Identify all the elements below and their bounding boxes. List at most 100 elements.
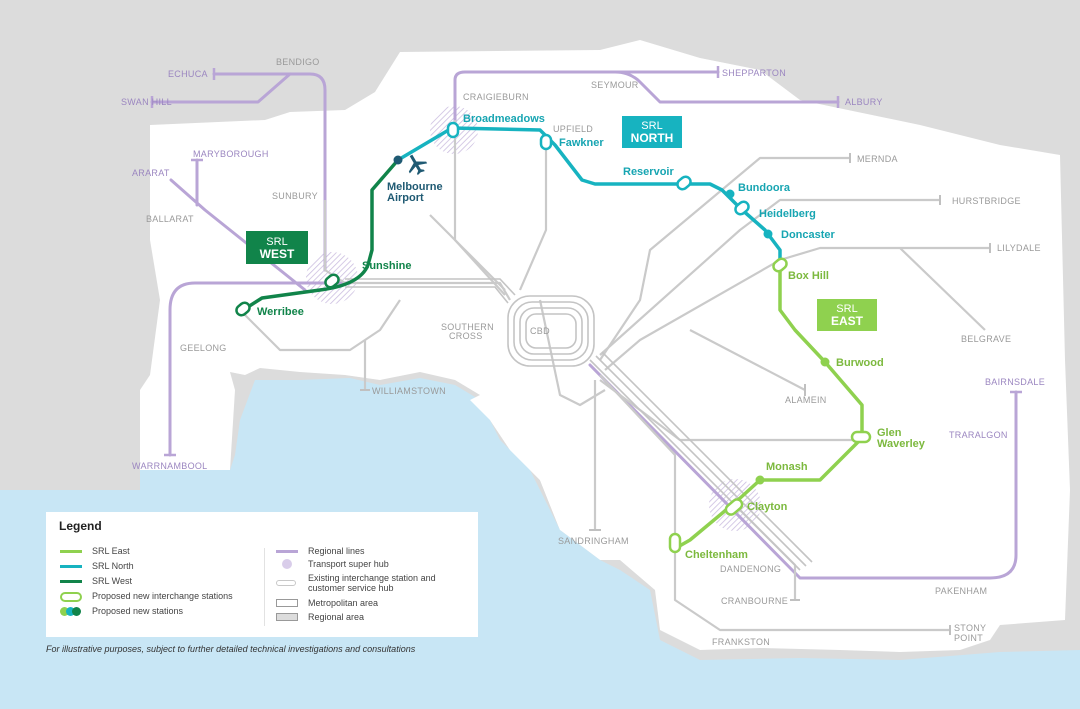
label-burwood: Burwood <box>836 357 884 369</box>
place-upfield: UPFIELD <box>553 124 593 134</box>
cbd-loop <box>507 295 595 367</box>
srl-north-badge: SRL NORTH <box>622 116 682 148</box>
place-ballarat: BALLARAT <box>146 214 194 224</box>
legend-divider <box>264 548 265 626</box>
place-hurstbridge: HURSTBRIDGE <box>952 196 1021 206</box>
place-maryborough: MARYBOROUGH <box>193 149 269 159</box>
legend-label-metro-area: Metropolitan area <box>308 598 379 608</box>
metro-corridors <box>345 278 813 571</box>
label-monash: Monash <box>766 461 808 473</box>
place-cranbourne: CRANBOURNE <box>721 596 788 606</box>
airplane-icon <box>408 154 428 176</box>
place-cbd: CBD <box>530 326 550 336</box>
regional-line-ends <box>150 66 1022 457</box>
place-geelong: GEELONG <box>180 343 227 353</box>
legend: Legend SRL East SRL North SRL West Propo… <box>46 512 478 637</box>
legend-item-existing-interchange: Existing interchange station and custome… <box>276 573 456 593</box>
place-bendigo: BENDIGO <box>276 57 320 67</box>
place-southern-cross-2: CROSS <box>449 331 483 341</box>
regional-area-swatch <box>276 612 298 622</box>
legend-label-srl-east: SRL East <box>92 546 130 556</box>
srl-east-badge-line1: SRL <box>836 303 858 315</box>
label-glen-waverley-2: Waverley <box>877 438 926 450</box>
legend-item-metro-area: Metropolitan area <box>276 598 378 608</box>
srl-west-swatch <box>60 576 82 586</box>
srl-north-badge-line1: SRL <box>641 120 663 132</box>
legend-item-srl-north: SRL North <box>60 561 134 571</box>
metro-line-ends <box>360 153 991 635</box>
label-bundoora: Bundoora <box>738 182 791 194</box>
legend-label-new-stations: Proposed new stations <box>92 606 184 616</box>
place-craigieburn: CRAIGIEBURN <box>463 92 529 102</box>
footnote: For illustrative purposes, subject to fu… <box>46 644 416 654</box>
srl-west-badge-line2: WEST <box>259 246 295 261</box>
label-broadmeadows: Broadmeadows <box>463 113 545 125</box>
place-sandringham: SANDRINGHAM <box>558 536 629 546</box>
srl-west-badge-line1: SRL <box>266 235 288 248</box>
label-heidelberg: Heidelberg <box>759 208 816 220</box>
place-swan-hill: SWAN HILL <box>121 97 172 107</box>
label-clayton: Clayton <box>747 501 788 513</box>
interchange-swatch <box>60 591 82 602</box>
srl-station-labels: Broadmeadows Fawkner Reservoir Bundoora … <box>257 113 926 561</box>
place-labels: BENDIGO ECHUCA SWAN HILL MARYBOROUGH ARA… <box>121 57 1045 647</box>
srl-east-badge: SRL EAST <box>817 299 877 331</box>
legend-label-regional-area: Regional area <box>308 612 365 622</box>
srl-east-swatch <box>60 546 82 556</box>
place-traralgon: TRARALGON <box>949 430 1008 440</box>
label-sunshine: Sunshine <box>362 260 412 272</box>
legend-label-existing-interchange: Existing interchange station and custome… <box>308 573 436 593</box>
place-mernda: MERNDA <box>857 154 898 164</box>
bay-shore-east <box>470 385 600 545</box>
place-warrnambool: WARRNAMBOOL <box>132 461 207 471</box>
legend-item-regional-lines: Regional lines <box>276 546 365 556</box>
legend-label-srl-north: SRL North <box>92 561 134 571</box>
legend-item-super-hub: Transport super hub <box>276 559 389 569</box>
legend-item-srl-east: SRL East <box>60 546 130 556</box>
place-belgrave: BELGRAVE <box>961 334 1011 344</box>
label-cheltenham: Cheltenham <box>685 549 748 561</box>
place-stony-point-1: STONY <box>954 623 986 633</box>
place-pakenham: PAKENHAM <box>935 586 987 596</box>
place-bairnsdale: BAIRNSDALE <box>985 377 1045 387</box>
place-albury: ALBURY <box>845 97 883 107</box>
legend-label-interchange: Proposed new interchange stations <box>92 591 233 601</box>
legend-item-interchange: Proposed new interchange stations <box>60 591 233 602</box>
place-echuca: ECHUCA <box>168 69 208 79</box>
label-fawkner: Fawkner <box>559 137 604 149</box>
legend-title: Legend <box>59 519 102 533</box>
legend-item-regional-area: Regional area <box>276 612 364 622</box>
label-doncaster: Doncaster <box>781 229 836 241</box>
label-glen-waverley-1: Glen <box>877 427 902 439</box>
legend-item-srl-west: SRL West <box>60 576 132 586</box>
legend-label-srl-west: SRL West <box>92 576 133 586</box>
label-melbourne-airport-1: Melbourne <box>387 181 443 193</box>
legend-label-super-hub: Transport super hub <box>308 559 389 569</box>
legend-label-regional-lines: Regional lines <box>308 546 365 556</box>
place-stony-point-2: POINT <box>954 633 983 643</box>
super-hub-swatch <box>276 559 298 569</box>
place-shepparton: SHEPPARTON <box>722 68 786 78</box>
new-stations <box>393 155 830 485</box>
regional-lines <box>150 70 1018 580</box>
place-alamein: ALAMEIN <box>785 395 827 405</box>
interchange-stations <box>235 121 872 554</box>
new-stations-swatch <box>60 606 82 616</box>
srl-north-badge-line2: NORTH <box>630 131 674 145</box>
label-box-hill: Box Hill <box>788 270 829 282</box>
srl-west-badge: SRL WEST <box>246 231 308 264</box>
place-williamstown: WILLIAMSTOWN <box>372 386 446 396</box>
label-werribee: Werribee <box>257 306 304 318</box>
place-ararat: ARARAT <box>132 168 170 178</box>
srl-east-badge-line2: EAST <box>830 314 863 328</box>
place-seymour: SEYMOUR <box>591 80 639 90</box>
srl-west-line <box>239 158 400 314</box>
srl-north-swatch <box>60 561 82 571</box>
metro-area-swatch <box>276 598 298 608</box>
place-southern-cross-1: SOUTHERN <box>441 322 494 332</box>
label-melbourne-airport-2: Airport <box>387 192 424 204</box>
legend-item-new-stations: Proposed new stations <box>60 606 183 616</box>
place-lilydale: LILYDALE <box>997 243 1041 253</box>
regional-lines-swatch <box>276 546 298 556</box>
existing-interchange-swatch <box>276 578 298 588</box>
